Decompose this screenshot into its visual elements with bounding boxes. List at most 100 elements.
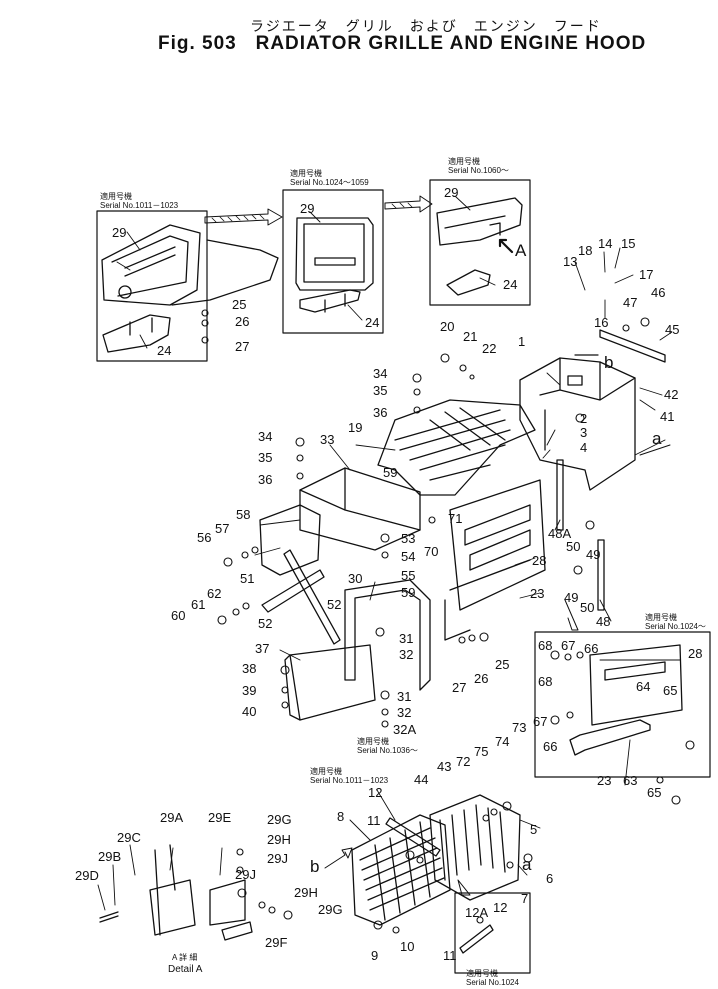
part-label: 28 [532, 553, 547, 568]
part-label: 31 [397, 689, 412, 704]
part-label: 8 [337, 809, 345, 824]
part-label: 35 [373, 383, 388, 398]
part-label: 3 [580, 425, 588, 440]
part-label: 73 [512, 720, 527, 735]
part-label: 12 [368, 785, 383, 800]
part-label: 25 [232, 297, 247, 312]
part-label: 29F [265, 935, 288, 950]
view-marker-b: b [604, 353, 614, 372]
part-label: 67 [533, 714, 548, 729]
part-label: 36 [373, 405, 388, 420]
part-label: 49 [586, 547, 601, 562]
frame-30 [344, 579, 431, 691]
part-label: 68 [538, 638, 553, 653]
arrow-2 [384, 195, 433, 213]
part-label: 29 [444, 185, 459, 200]
part-label: 18 [578, 243, 593, 258]
serial-note: Serial No.1011－1023 [100, 201, 179, 210]
part-label: 34 [373, 366, 388, 381]
part-label: 35 [258, 450, 273, 465]
serial-note-label: 適用号機 [357, 737, 389, 746]
arrow-b-bottom [324, 847, 353, 869]
figure-title: Fig. 503 RADIATOR GRILLE AND ENGINE HOOD [158, 33, 646, 55]
part-label: 55 [401, 568, 416, 583]
part-label: 52 [327, 597, 342, 612]
part-label: 29C [117, 830, 141, 845]
housing-1 [519, 357, 636, 491]
rod-45 [599, 329, 666, 363]
part-label: 39 [242, 683, 257, 698]
part-label: 30 [348, 571, 363, 586]
part-label: 65 [663, 683, 678, 698]
part-label: 24 [365, 315, 380, 330]
bracket-24-late [446, 269, 491, 296]
part-label: 6 [546, 871, 554, 886]
part-label: 25 [495, 657, 510, 672]
part-label: 17 [639, 267, 654, 282]
part-label: 71 [448, 511, 463, 526]
part-label: 48 [596, 614, 611, 629]
part-label: 46 [651, 285, 666, 300]
part-label: 29E [208, 810, 232, 825]
part-label: 58 [236, 507, 251, 522]
part-label: 14 [598, 236, 613, 251]
bracket-24-early [102, 314, 171, 353]
part-label: 68 [538, 674, 553, 689]
part-label: 56 [197, 530, 212, 545]
arrow-hatched-1 [564, 599, 579, 631]
part-label: 32A [393, 722, 417, 737]
part-label: 42 [664, 387, 679, 402]
detail-caption: Detail A [168, 964, 203, 975]
part-label: 26 [235, 314, 250, 329]
serial-note-label: 適用号機 [100, 192, 132, 201]
view-marker-a: a [652, 429, 662, 448]
part-label: 50 [566, 539, 581, 554]
serial-note: Serial No.1036～ [357, 746, 418, 755]
part-label: 29G [318, 902, 343, 917]
part-label: 45 [665, 322, 680, 337]
panel-29-early [101, 224, 201, 306]
serial-note-label: 適用号機 [290, 169, 322, 178]
panel-29-late [436, 197, 523, 246]
part-label: 23 [597, 773, 612, 788]
serial-note: Serial No.1024 [466, 978, 519, 987]
part-label: 51 [240, 571, 255, 586]
part-label: 61 [191, 597, 206, 612]
part-label: 47 [623, 295, 638, 310]
part-label: 11 [443, 948, 457, 963]
serial-note: Serial No.1011－1023 [310, 776, 389, 785]
part-label: 32 [397, 705, 412, 720]
panel-37 [289, 644, 376, 721]
part-label: 40 [242, 704, 257, 719]
part-label: 31 [399, 631, 414, 646]
part-label: 59 [401, 585, 416, 600]
part-label: 29 [112, 225, 127, 240]
bracket-29F [221, 921, 253, 941]
part-label: 15 [621, 236, 636, 251]
rod-23 [444, 559, 531, 641]
part-label: 65 [647, 785, 662, 800]
part-label: 27 [452, 680, 467, 695]
part-label: 29D [75, 868, 99, 883]
part-label: 72 [456, 754, 471, 769]
part-label: 16 [594, 315, 609, 330]
part-label: 12A [465, 905, 489, 920]
inset-frame-1024-1059 [282, 189, 384, 334]
serial-note: Serial No.1024～1059 [290, 178, 369, 187]
part-label: 1 [518, 334, 526, 349]
serial-note-label: 適用号機 [645, 613, 677, 622]
part-label: 29H [294, 885, 318, 900]
part-label: 37 [255, 641, 270, 656]
panel-29-mid [295, 217, 374, 291]
part-label: 29J [235, 867, 256, 882]
rod-48A [556, 459, 564, 531]
part-label: 67 [561, 638, 576, 653]
part-label: 10 [400, 939, 415, 954]
arrow-1 [204, 208, 283, 226]
figure-name: RADIATOR GRILLE AND ENGINE HOOD [255, 33, 647, 54]
part-label: 66 [543, 739, 558, 754]
part-label: 2 [580, 411, 588, 426]
part-label: 29G [267, 812, 292, 827]
top-grille-19 [377, 399, 536, 496]
inset-frame-1024-right [534, 631, 711, 778]
